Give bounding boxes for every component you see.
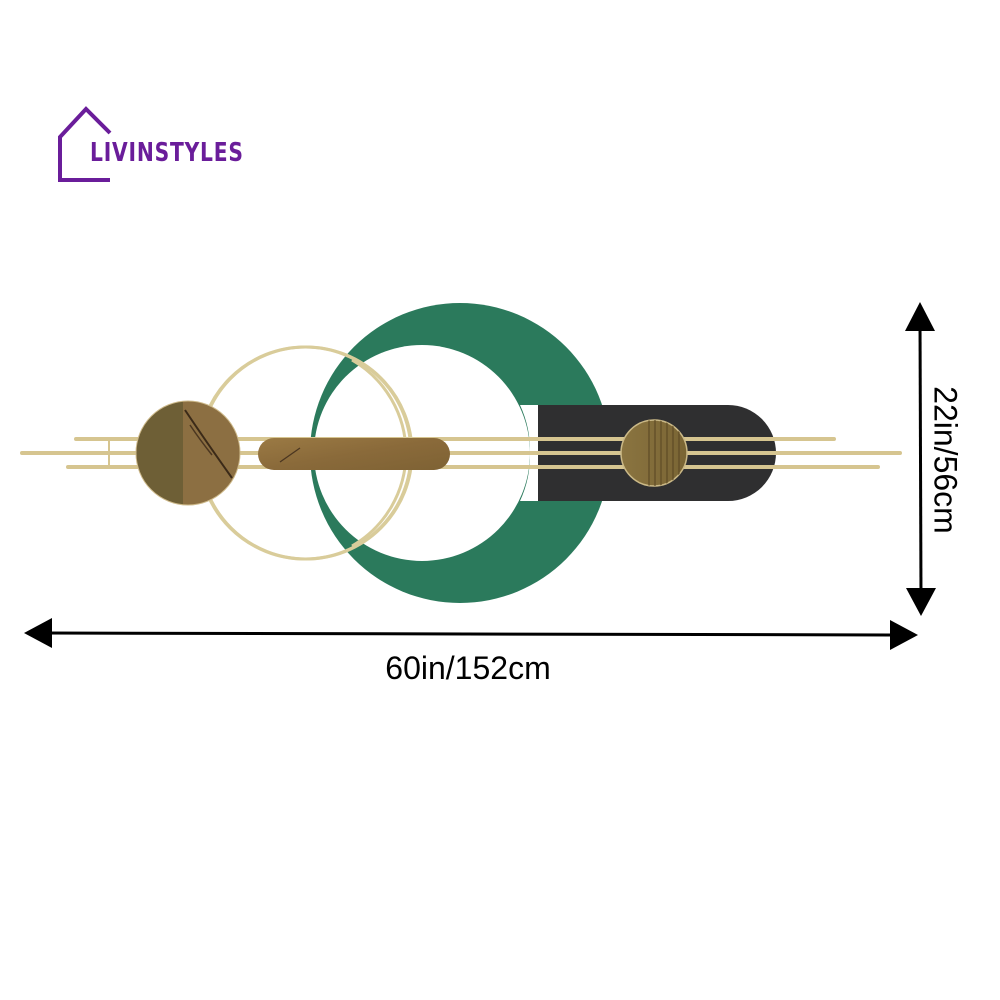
width-dimension-arrow — [24, 618, 918, 650]
arrow-up-icon — [905, 302, 935, 331]
arrow-right-icon — [890, 620, 918, 650]
brand-logo: LIVINSTYLES — [50, 100, 250, 190]
height-dimension-arrow — [905, 302, 936, 616]
left-marble-disc — [135, 400, 241, 506]
house-outline-icon — [58, 106, 112, 182]
width-label: 60in/152cm — [385, 650, 551, 686]
arrow-down-icon — [906, 588, 936, 616]
brand-name: LIVINSTYLES — [90, 138, 244, 168]
bronze-pill-bar — [258, 438, 450, 470]
height-label: 22in/56cm — [927, 386, 964, 534]
striped-medallion — [620, 419, 688, 487]
arrow-left-icon — [24, 618, 52, 648]
